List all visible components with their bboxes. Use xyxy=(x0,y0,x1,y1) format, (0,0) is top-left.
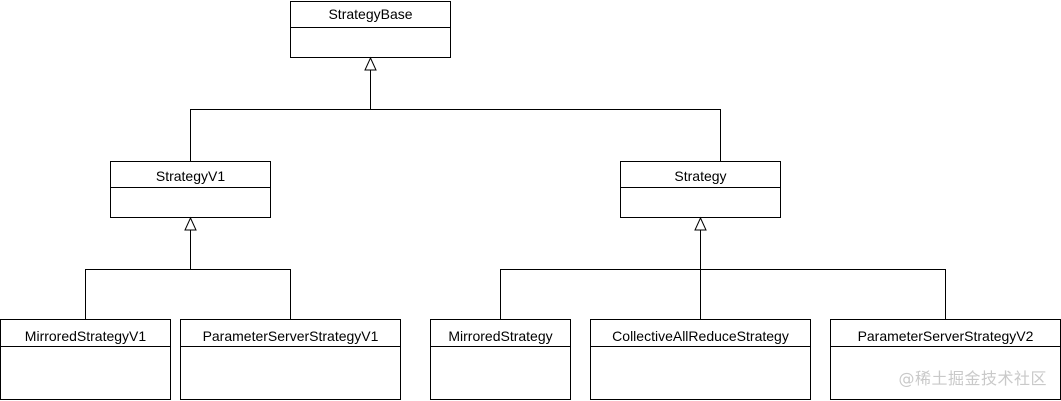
class-name-strategy-base: StrategyBase xyxy=(328,6,412,22)
inheritance-arrowhead-strategy-base xyxy=(364,56,377,71)
inheritance-connector-v1 xyxy=(85,230,291,320)
class-name-parameter-server-strategy-v2: ParameterServerStrategyV2 xyxy=(858,328,1034,344)
inheritance-arrowhead-strategy xyxy=(694,216,707,231)
watermark: @稀土掘金技术社区 xyxy=(898,369,1047,388)
class-name-mirrored-strategy: MirroredStrategy xyxy=(448,328,552,344)
class-name-strategy: Strategy xyxy=(674,168,726,184)
inheritance-arrowhead-strategy-v1 xyxy=(184,216,197,231)
class-name-parameter-server-strategy-v1: ParameterServerStrategyV1 xyxy=(203,328,379,344)
class-name-collective-all-reduce-strategy: CollectiveAllReduceStrategy xyxy=(612,328,789,344)
class-parameter-server-strategy-v2: ParameterServerStrategyV2 xyxy=(830,319,1061,400)
class-mirrored-strategy: MirroredStrategy xyxy=(430,319,571,400)
class-strategy-v1: StrategyV1 xyxy=(110,161,271,218)
class-strategy-base: StrategyBase xyxy=(290,1,451,58)
class-name-strategy-v1: StrategyV1 xyxy=(156,168,225,184)
class-strategy: Strategy xyxy=(620,161,781,218)
class-name-mirrored-strategy-v1: MirroredStrategyV1 xyxy=(25,328,147,344)
class-collective-all-reduce-strategy: CollectiveAllReduceStrategy xyxy=(590,319,811,400)
inheritance-connector-top xyxy=(190,70,721,162)
class-parameter-server-strategy-v1: ParameterServerStrategyV1 xyxy=(180,319,401,400)
class-mirrored-strategy-v1: MirroredStrategyV1 xyxy=(0,319,171,400)
inheritance-connector-v2 xyxy=(500,230,946,320)
